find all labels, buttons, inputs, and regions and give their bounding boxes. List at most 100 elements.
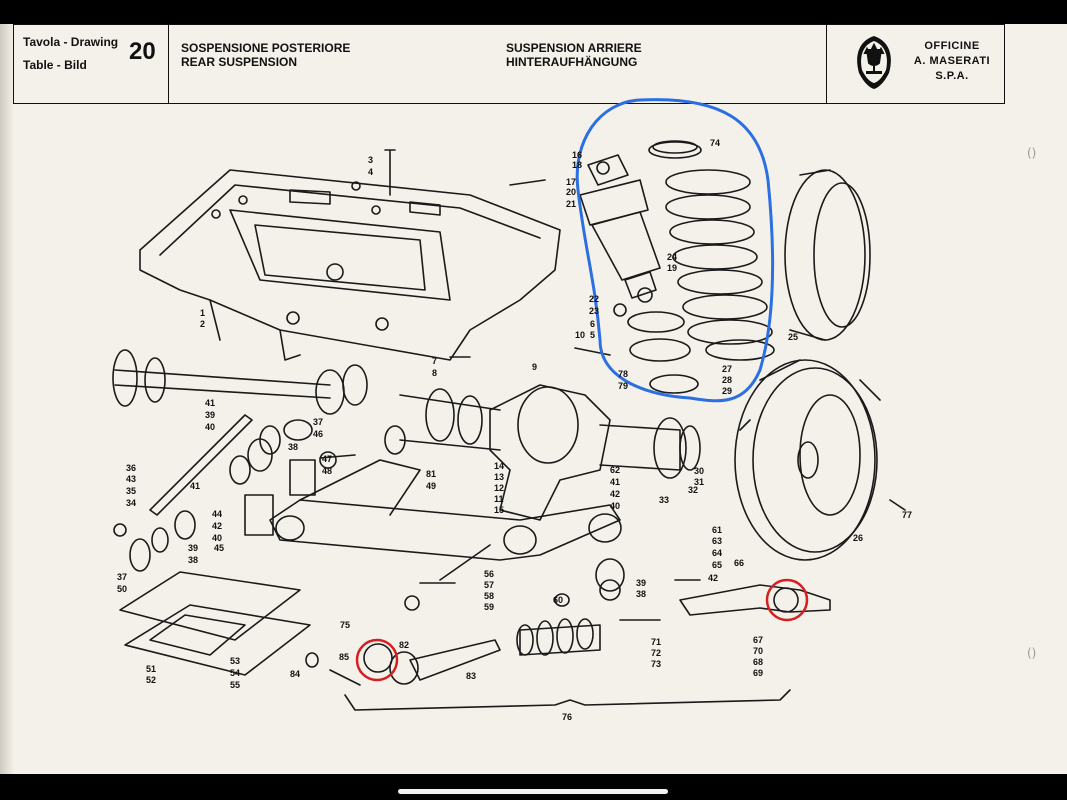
callout-74: 74 — [710, 138, 720, 148]
callout-15: 15 — [494, 505, 504, 515]
tire — [784, 169, 871, 341]
callout-2: 2 — [200, 319, 205, 329]
callout-41a: 41 — [205, 398, 215, 408]
callout-39b: 39 — [188, 543, 198, 553]
title-french: SUSPENSION ARRIERE — [506, 41, 642, 55]
callout-65: 65 — [712, 560, 722, 570]
tavola-label: Tavola - Drawing — [23, 35, 119, 49]
callout-39a: 39 — [205, 410, 215, 420]
small-bolts — [113, 149, 906, 611]
half-shaft — [112, 349, 368, 415]
callout-10: 10 — [575, 330, 585, 340]
callout-3: 3 — [368, 155, 373, 165]
callout-30: 30 — [694, 466, 704, 476]
callout-27: 27 — [722, 364, 732, 374]
maserati-trident-logo — [857, 36, 891, 89]
callout-6: 6 — [590, 319, 595, 329]
callout-20: 20 — [566, 187, 576, 197]
callout-83: 83 — [466, 671, 476, 681]
callout-45: 45 — [214, 543, 224, 553]
callout-41b: 41 — [190, 481, 200, 491]
callout-17: 17 — [566, 177, 576, 187]
callout-35: 35 — [126, 486, 136, 496]
callout-14: 14 — [494, 461, 504, 471]
callout-54: 54 — [230, 668, 240, 678]
callout-41c: 41 — [610, 477, 620, 487]
company-line-3: S.P.A. — [935, 70, 969, 82]
callout-1: 1 — [200, 308, 205, 318]
callout-28: 28 — [722, 375, 732, 385]
callout-62: 62 — [610, 465, 620, 475]
callout-21: 21 — [566, 199, 576, 209]
title-italian: SOSPENSIONE POSTERIORE — [181, 41, 351, 55]
callout-42c: 42 — [708, 573, 718, 583]
callout-32: 32 — [688, 485, 698, 495]
brake-disc — [734, 359, 881, 561]
drawing-number-cell: Tavola - Drawing Table - Bild 20 — [14, 25, 169, 103]
callout-53: 53 — [230, 656, 240, 666]
callout-49: 49 — [426, 481, 436, 491]
title-english: REAR SUSPENSION — [181, 55, 298, 69]
left-bushing-highlight-circle — [355, 638, 399, 682]
callout-73: 73 — [651, 659, 661, 669]
callout-81: 81 — [426, 469, 436, 479]
callout-40b: 40 — [212, 533, 222, 543]
callout-24: 24 — [667, 252, 677, 262]
callout-85: 85 — [339, 652, 349, 662]
callout-56: 56 — [484, 569, 494, 579]
hub-carrier — [384, 384, 701, 521]
shim-plate — [119, 571, 311, 676]
company-cell: OFFICINE A. MASERATI S.P.A. — [827, 25, 1006, 103]
callout-37a: 37 — [313, 417, 323, 427]
drawing-sheet — [0, 24, 1067, 774]
margin-hole-mark: () — [1027, 146, 1037, 160]
callout-23: 23 — [589, 306, 599, 316]
left-hardware-stack — [129, 414, 337, 572]
callout-29: 29 — [722, 386, 732, 396]
company-name: OFFICINE A. MASERATI S.P.A. — [907, 39, 997, 84]
callout-25: 25 — [788, 332, 798, 342]
callout-7: 7 — [432, 356, 437, 366]
company-line-1: OFFICINE — [924, 40, 980, 52]
callout-19: 19 — [667, 263, 677, 273]
callout-34: 34 — [126, 498, 136, 508]
callout-72: 72 — [651, 648, 661, 658]
table-label: Table - Bild — [23, 58, 87, 72]
callout-76: 76 — [562, 712, 572, 722]
margin-hole-mark: () — [1027, 646, 1037, 660]
callout-84: 84 — [290, 669, 300, 679]
callout-58: 58 — [484, 591, 494, 601]
title-german: HINTERAUFHÄNGUNG — [506, 55, 638, 69]
callout-46: 46 — [313, 429, 323, 439]
callout-12: 12 — [494, 483, 504, 493]
callout-38c: 38 — [636, 589, 646, 599]
rear-subframe — [139, 169, 561, 361]
callout-40a: 40 — [205, 422, 215, 432]
coil-spring — [627, 140, 775, 394]
bracket-76 — [344, 689, 791, 711]
callout-75: 75 — [340, 620, 350, 630]
callout-50: 50 — [117, 584, 127, 594]
callout-63: 63 — [712, 536, 722, 546]
callout-48: 48 — [322, 466, 332, 476]
callout-13: 13 — [494, 472, 504, 482]
callout-47: 47 — [322, 454, 332, 464]
callout-33: 33 — [659, 495, 669, 505]
right-bushing-highlight-circle — [765, 578, 809, 622]
lower-wishbone — [269, 459, 622, 561]
callout-38a: 38 — [288, 442, 298, 452]
callout-61: 61 — [712, 525, 722, 535]
page-edge-shadow — [0, 24, 14, 774]
bottom-left-link — [305, 639, 501, 686]
drawing-number: 20 — [129, 38, 156, 65]
callout-55: 55 — [230, 680, 240, 690]
callout-37b: 37 — [117, 572, 127, 582]
callout-16: 16 — [572, 150, 582, 160]
home-indicator[interactable] — [398, 789, 668, 794]
callout-68: 68 — [753, 657, 763, 667]
title-cell: SOSPENSIONE POSTERIORE REAR SUSPENSION S… — [169, 25, 827, 103]
callout-78: 78 — [618, 369, 628, 379]
callout-40c: 40 — [610, 501, 620, 511]
callout-69: 69 — [753, 668, 763, 678]
